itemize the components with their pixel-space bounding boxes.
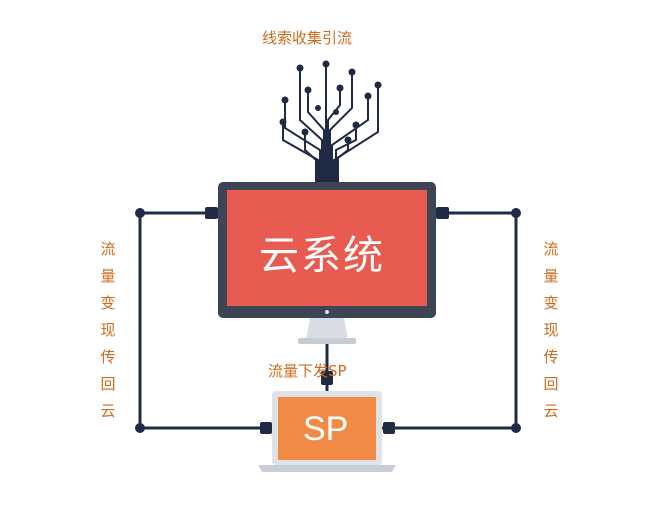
left-label-char: 回	[100, 375, 116, 393]
right-label-char: 量	[543, 267, 559, 285]
right-label-char: 回	[543, 375, 559, 393]
cable-tree-icon	[282, 64, 379, 186]
downstream-label: 流量下发SP	[268, 362, 347, 380]
right-label-char: 云	[543, 402, 559, 420]
right-label-char: 变	[543, 294, 559, 312]
left-label-char: 流	[100, 240, 116, 258]
sp-label: SP	[303, 410, 349, 448]
right-label-char: 现	[543, 321, 559, 339]
sp-laptop	[258, 391, 396, 472]
top-label: 线索收集引流	[262, 29, 353, 47]
left-label-char: 变	[100, 294, 116, 312]
left-label-char: 量	[100, 267, 116, 285]
cloud-system-label: 云系统	[259, 233, 385, 279]
right-label-char: 流	[543, 240, 559, 258]
cloud-system-monitor	[218, 182, 436, 344]
left-label-char: 云	[100, 402, 116, 420]
left-label-char: 传	[100, 348, 116, 366]
right-label-char: 传	[543, 348, 559, 366]
left-vertical-label: 流 量 变 现 传 回 云	[98, 236, 118, 425]
right-vertical-label: 流 量 变 现 传 回 云	[541, 236, 561, 425]
connection-dots	[135, 207, 521, 434]
left-label-char: 现	[100, 321, 116, 339]
cable-tree-nodes	[279, 60, 382, 144]
